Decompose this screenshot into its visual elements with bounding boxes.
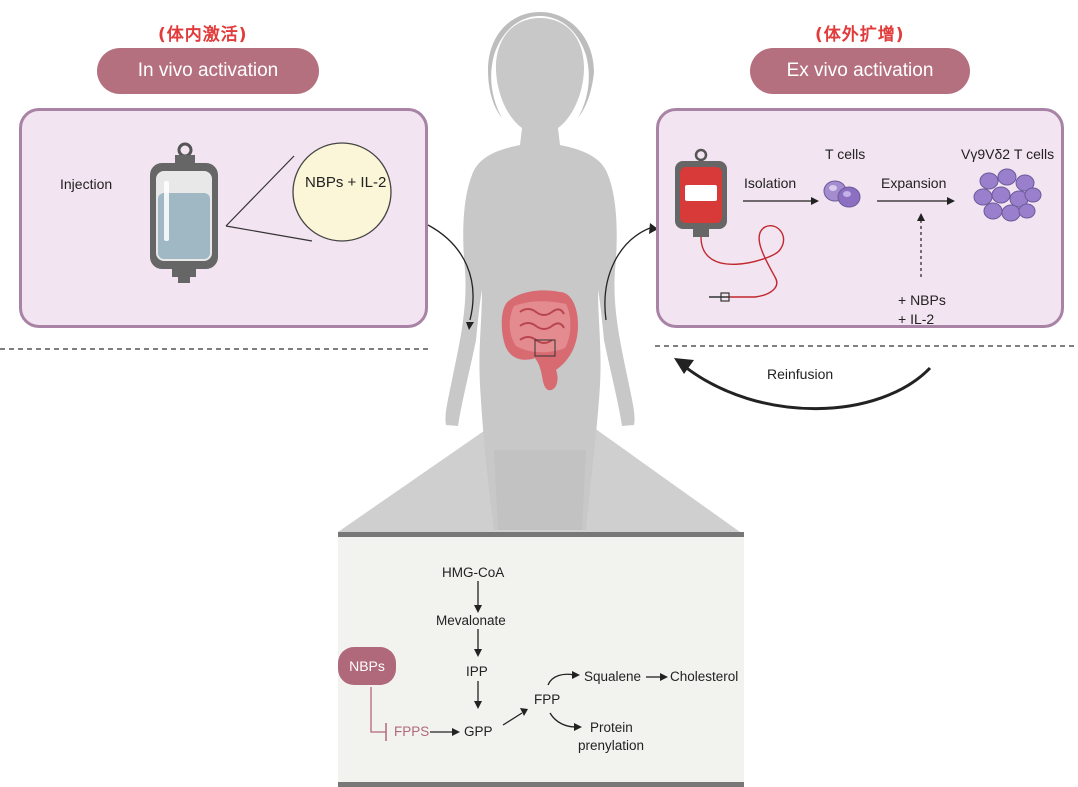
ipp-label: IPP <box>466 664 488 679</box>
ex-vivo-cn-title: (体外扩增) <box>815 25 905 45</box>
ex-vivo-pill: Ex vivo activation <box>750 48 970 94</box>
injection-curve-arrow <box>427 224 474 321</box>
intestine-illustration <box>501 290 578 391</box>
isolation-curve-arrow <box>604 227 651 321</box>
expansion-label: Expansion <box>881 175 947 191</box>
mevalonate-pathway-box: HMG-CoA Mevalonate IPP FPPS GPP FPP Squa… <box>338 532 744 787</box>
plus-nbps-label: + NBPs <box>898 292 946 308</box>
protein-label: Protein <box>590 720 633 735</box>
expanded-t-cells-icon <box>973 168 1042 222</box>
t-cells-label: T cells <box>825 146 866 162</box>
pathway-arrows <box>370 581 668 741</box>
mevalonate-label: Mevalonate <box>436 613 506 628</box>
in-vivo-panel: Injection NBPs + IL-2 <box>19 108 428 328</box>
reinfusion-arrow <box>683 364 932 411</box>
injection-label: Injection <box>60 176 113 192</box>
nbps-inhibitor-pill: NBPs <box>338 647 396 685</box>
prenylation-label: prenylation <box>578 738 645 753</box>
in-vivo-cn-title: (体内激活) <box>158 25 248 45</box>
iv-bag-icon <box>150 142 392 283</box>
nbps-il2-bubble-label: NBPs + IL-2 <box>305 174 387 191</box>
human-silhouette <box>445 12 635 530</box>
ex-vivo-panel: Isolation T cells Expansion Vγ9Vδ2 T cel… <box>656 108 1064 328</box>
fpp-label: FPP <box>534 692 561 707</box>
vg9vd2-t-cells-label: Vγ9Vδ2 T cells <box>961 146 1055 162</box>
in-vivo-pill: In vivo activation <box>97 48 319 94</box>
blood-bag-illustration <box>675 148 1042 302</box>
squalene-label: Squalene <box>584 669 642 684</box>
hmg-coa-label: HMG-CoA <box>442 565 505 580</box>
t-cells-icon <box>823 180 861 208</box>
fpps-label: FPPS <box>394 724 430 739</box>
isolation-label: Isolation <box>744 175 797 191</box>
reinfusion-label: Reinfusion <box>767 366 834 382</box>
cholesterol-label: Cholesterol <box>670 669 739 684</box>
gpp-label: GPP <box>464 724 493 739</box>
plus-il2-label: + IL-2 <box>898 311 935 327</box>
